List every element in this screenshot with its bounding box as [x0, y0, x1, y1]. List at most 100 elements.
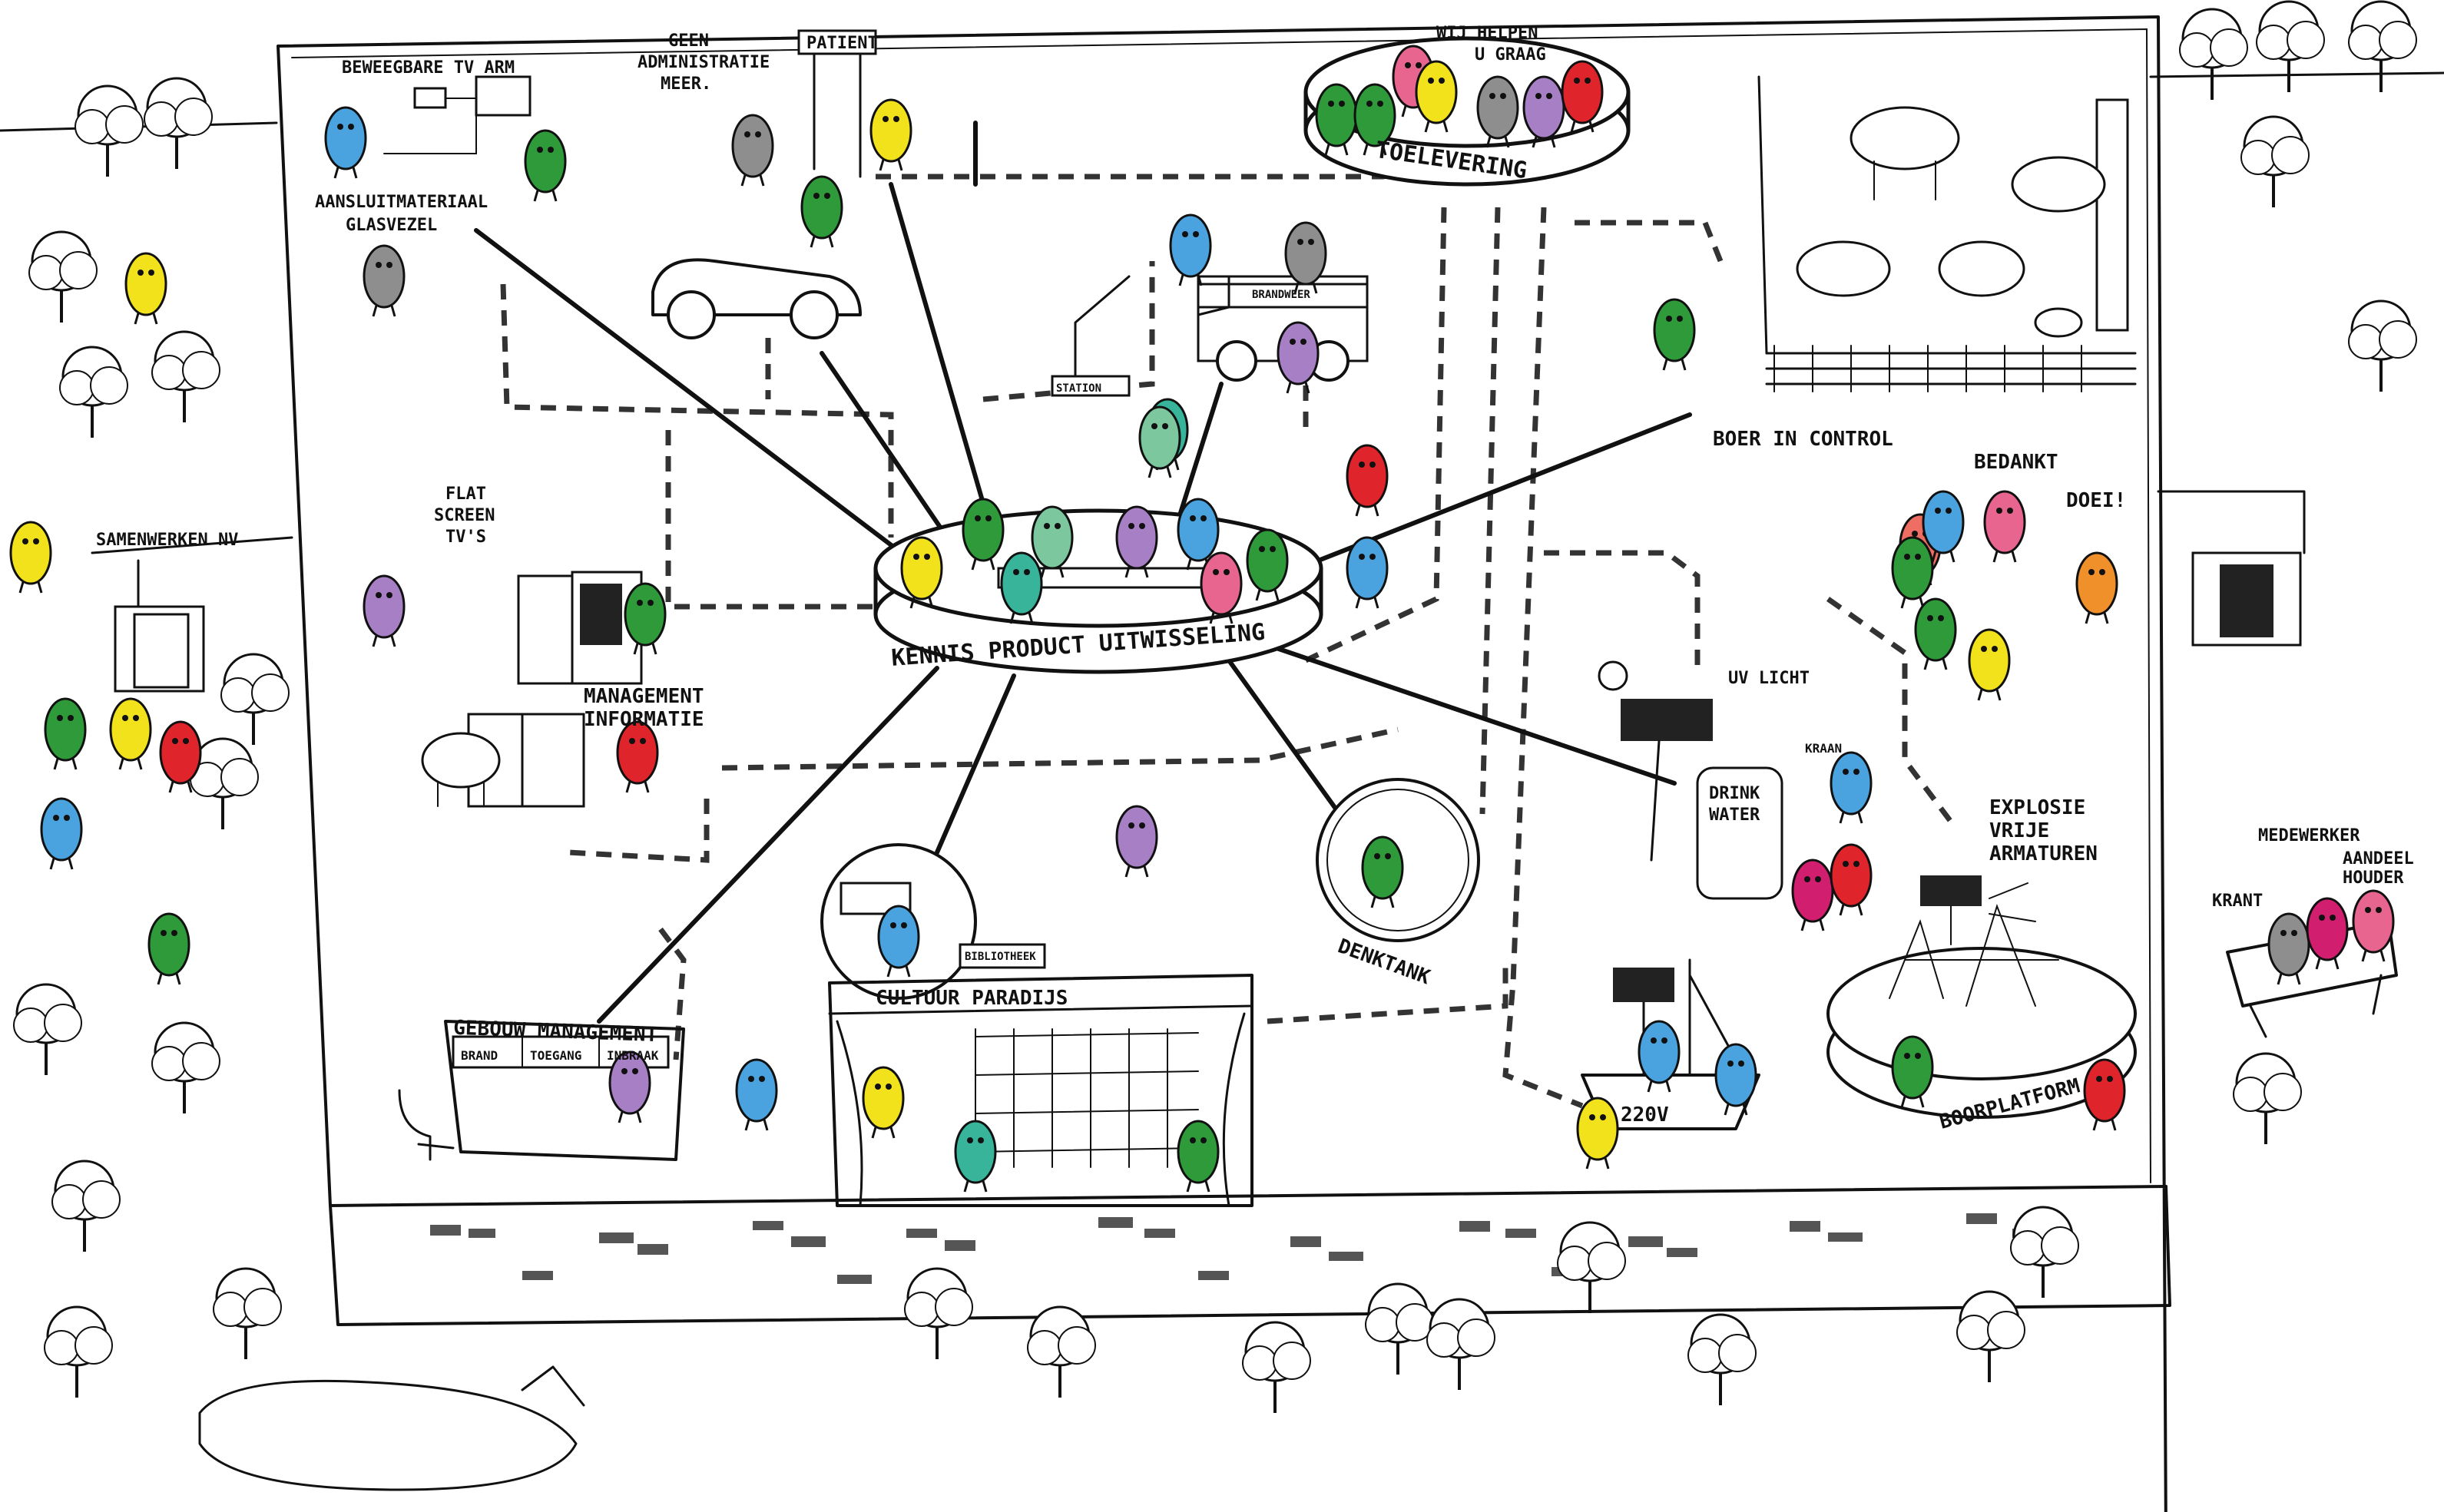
character: [524, 129, 567, 202]
character: [1177, 498, 1220, 571]
label-aansluit: AANSLUITMATERIAAL: [315, 193, 488, 212]
tree: [151, 330, 220, 422]
character: [363, 244, 406, 317]
label-220v: 220V: [1621, 1103, 1669, 1127]
character: [962, 498, 1005, 571]
hub-spokes: [474, 121, 1692, 1024]
tree: [2179, 8, 2248, 100]
character: [1653, 298, 1696, 371]
character: [1891, 536, 1934, 609]
label-inbraak: INBRAAK: [607, 1048, 659, 1063]
tree: [59, 346, 128, 438]
character: [2352, 889, 2395, 962]
character: [2267, 912, 2310, 985]
character: [2075, 551, 2118, 624]
label-cultuur: CULTUUR PARADIJS: [876, 987, 1068, 1010]
tree: [1365, 1282, 1434, 1375]
label-flat-1: FLAT: [445, 485, 486, 504]
character: [324, 106, 367, 179]
character: [1031, 505, 1074, 578]
character: [1284, 221, 1327, 294]
label-drink-2: WATER: [1709, 806, 1760, 825]
character: [1983, 490, 2026, 563]
character: [1922, 490, 1965, 563]
characters-layer: [9, 45, 2395, 1193]
character: [2306, 897, 2349, 970]
character: [862, 1066, 905, 1139]
character: [363, 574, 406, 647]
character: [877, 905, 920, 978]
character: [40, 797, 83, 870]
label-brand: BRAND: [461, 1048, 498, 1063]
bibliotheek-bubble: [820, 843, 1046, 1000]
tree: [2240, 115, 2310, 207]
character: [1968, 628, 2011, 701]
label-drink-1: DRINK: [1709, 784, 1760, 803]
character: [608, 1050, 651, 1123]
tree: [75, 84, 144, 177]
label-management-2: INFORMATIE: [584, 708, 704, 731]
character: [124, 252, 167, 325]
character: [2083, 1058, 2126, 1131]
label-geen-3: MEER.: [661, 74, 711, 94]
character: [44, 697, 87, 770]
label-brandweer: BRANDWEER: [1252, 289, 1310, 301]
label-krant: KRANT: [2212, 892, 2263, 911]
label-bieb: BIBLIOTHEEK: [965, 951, 1036, 963]
label-explosie-2: VRIJE: [1989, 819, 2049, 842]
label-explosie-1: EXPLOSIE: [1989, 796, 2085, 819]
label-wij-helpen-2: U GRAAG: [1475, 45, 1546, 65]
cultuur-building: [828, 974, 1253, 1207]
label-tv-arm: BEWEEGBARE TV ARM: [342, 58, 515, 78]
management-cabinet: [421, 713, 585, 808]
tree: [1426, 1298, 1495, 1390]
character: [1246, 528, 1289, 601]
character: [735, 1058, 778, 1131]
gate-left: [91, 536, 293, 693]
character: [800, 175, 843, 248]
tree: [1027, 1305, 1096, 1398]
character: [1277, 321, 1320, 394]
tree: [51, 1160, 121, 1252]
tv-arm-device: [383, 75, 532, 154]
trees: [13, 0, 2417, 1413]
label-uv-licht: UV LICHT: [1728, 669, 1810, 688]
character: [616, 720, 659, 793]
character: [1576, 1097, 1619, 1170]
tree: [13, 983, 82, 1075]
character: [9, 521, 52, 594]
label-management-1: MANAGEMENT: [584, 685, 704, 708]
character: [731, 114, 774, 187]
tree: [28, 230, 98, 323]
road-bricks: [430, 1213, 2043, 1284]
character: [1000, 551, 1043, 624]
character: [1415, 60, 1458, 133]
pond: [198, 1365, 585, 1491]
car: [651, 258, 862, 339]
tree: [2348, 299, 2417, 392]
character: [1115, 805, 1158, 878]
dashed-paths: [500, 166, 1953, 1109]
label-denktank: DENKTANK: [1335, 935, 1433, 989]
campus-road: [329, 1185, 2171, 1326]
character: [1346, 536, 1389, 609]
character: [109, 697, 152, 770]
flat-screen-cabinet: [517, 571, 643, 685]
tree: [151, 1021, 220, 1113]
label-samenwerken: SAMENWERKEN NV: [96, 531, 238, 550]
tree: [44, 1305, 113, 1398]
character: [1169, 213, 1212, 286]
label-geen-1: GEEN: [668, 31, 709, 51]
label-boer: BOER IN CONTROL: [1713, 428, 1893, 451]
character: [159, 720, 202, 793]
character: [1791, 859, 1834, 931]
tree: [1956, 1290, 2025, 1382]
character: [1891, 1035, 1934, 1108]
label-medewerker: MEDEWERKER: [2258, 826, 2360, 845]
character: [1914, 597, 1957, 670]
character: [900, 536, 943, 609]
character: [1138, 405, 1181, 478]
horizon-line: [0, 71, 2444, 132]
character: [869, 98, 912, 171]
